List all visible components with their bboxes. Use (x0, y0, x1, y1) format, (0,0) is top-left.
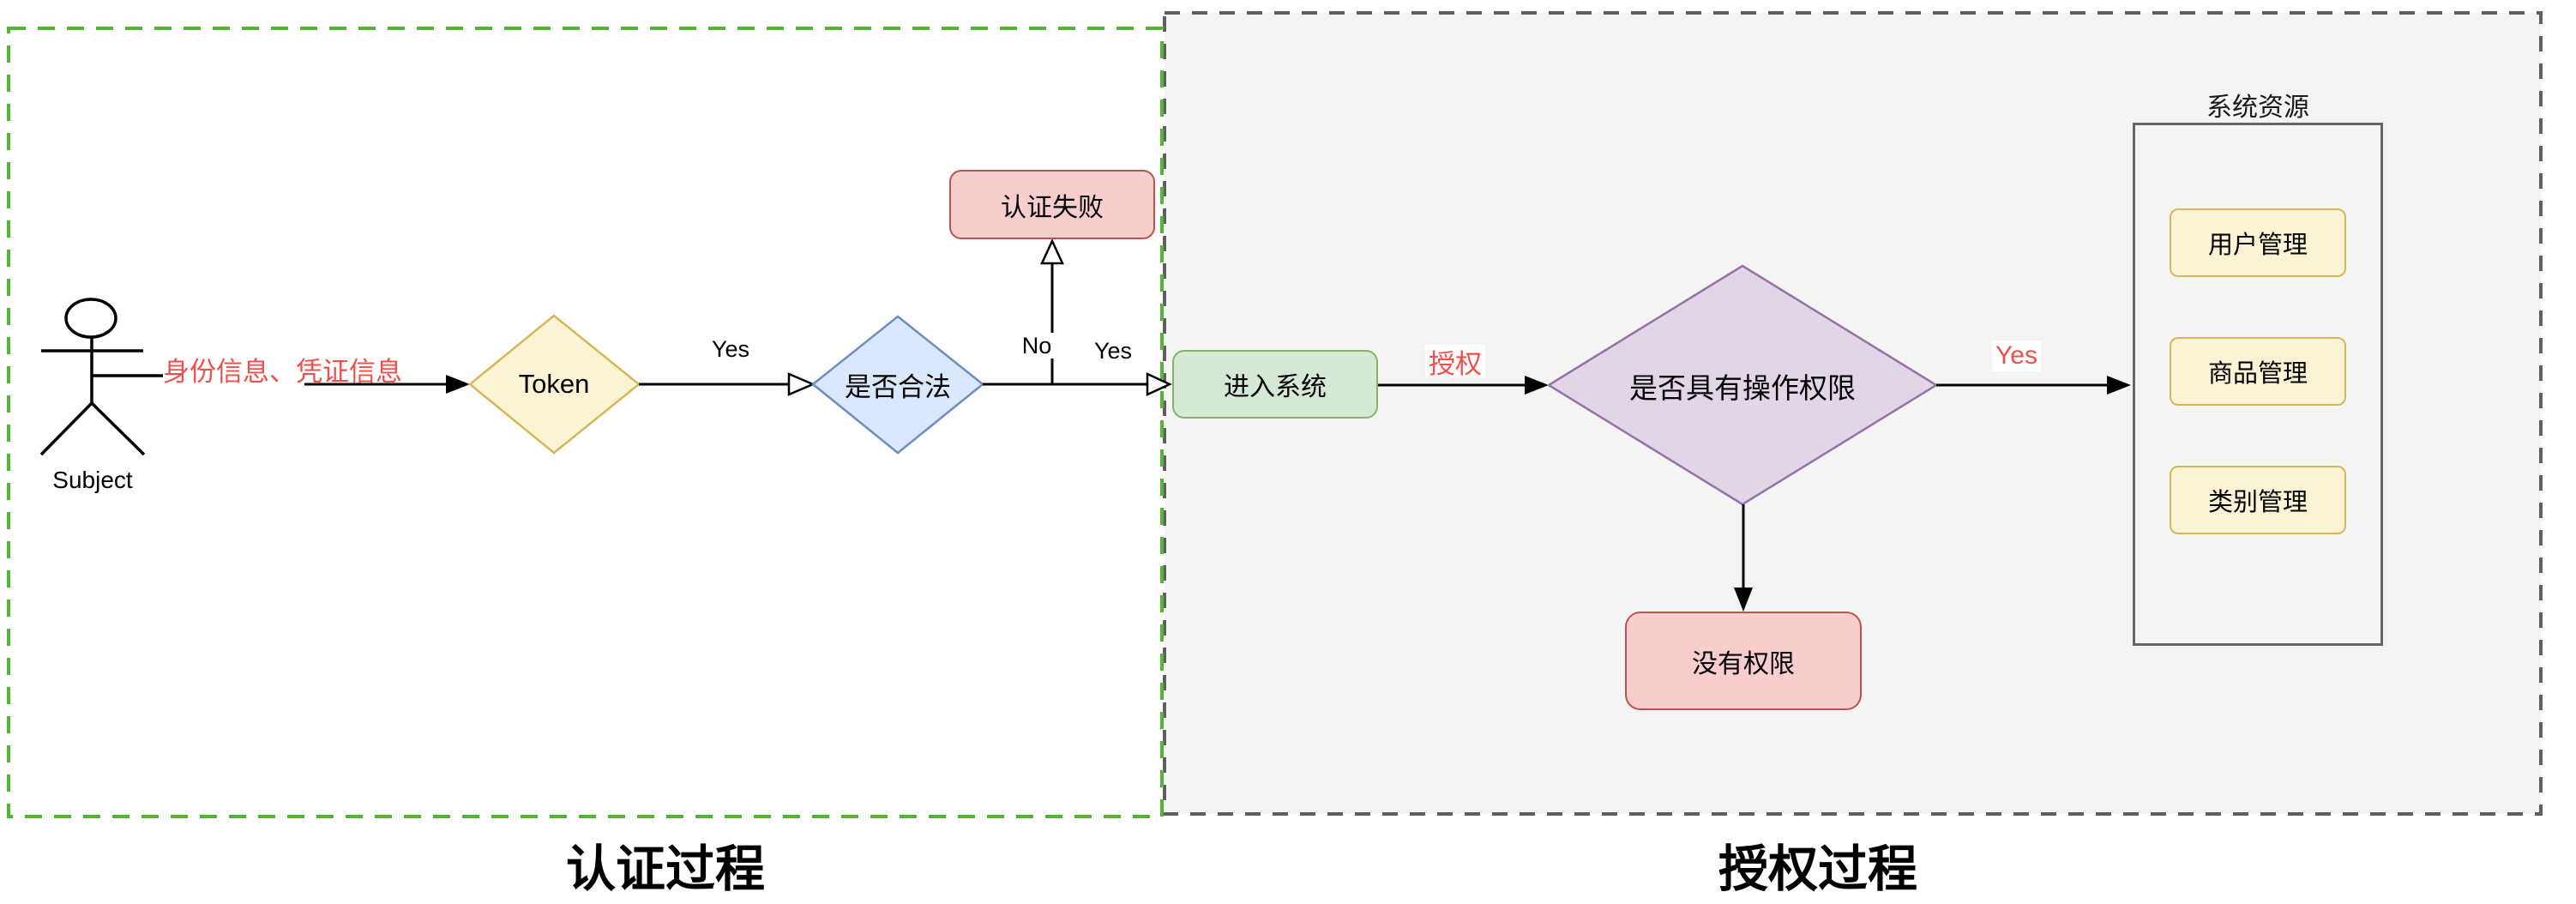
resource-item-label: 用户管理 (2207, 232, 2308, 259)
resource-item-user-management: 用户管理 (2170, 208, 2346, 277)
isvalid-label: 是否合法 (845, 371, 951, 402)
token-diamond (468, 314, 641, 455)
edge-label-valid-no: No (1013, 333, 1061, 359)
edge-label-token-yes: Yes (701, 336, 760, 362)
auth-fail-label: 认证失败 (1001, 193, 1104, 222)
edge-label-valid-yes: Yes (1084, 338, 1142, 364)
system-resources-title: 系统资源 (2206, 93, 2309, 122)
system-resources-container (2133, 123, 2383, 646)
subject-stick-figure-icon (39, 298, 163, 456)
no-permission-node: 没有权限 (1625, 612, 1862, 710)
edge-label-authorize: 授权 (1425, 345, 1485, 379)
arrow-isvalid-to-entersystem (983, 372, 1172, 396)
enter-system-node: 进入系统 (1172, 350, 1378, 419)
enter-system-label: 进入系统 (1224, 373, 1327, 401)
authz-region-title: 授权过程 (1718, 841, 1917, 897)
arrow-permission-to-nopermission (1734, 504, 1753, 612)
arrow-subject-to-token (304, 375, 470, 394)
arrow-entersystem-to-permission (1378, 376, 1549, 395)
arrow-token-to-isvalid (639, 372, 816, 396)
resource-item-category-management: 类别管理 (2170, 466, 2346, 534)
resource-item-label: 商品管理 (2207, 360, 2308, 388)
subject-label: Subject (52, 467, 133, 493)
resource-item-label: 类别管理 (2207, 489, 2308, 516)
token-label: Token (518, 369, 590, 399)
isvalid-diamond (811, 315, 984, 455)
edge-label-permission-yes: Yes (1992, 341, 2041, 371)
auth-region-title: 认证过程 (565, 841, 765, 897)
arrow-permission-to-resources (1936, 376, 2131, 395)
auth-fail-node: 认证失败 (949, 170, 1155, 239)
arrow-isvalid-to-authfail (1040, 238, 1064, 384)
no-permission-label: 没有权限 (1692, 649, 1795, 678)
permission-label: 是否具有操作权限 (1629, 372, 1856, 404)
credentials-edge-label: 身份信息、凭证信息 (163, 357, 402, 387)
resource-item-product-management: 商品管理 (2170, 337, 2346, 406)
